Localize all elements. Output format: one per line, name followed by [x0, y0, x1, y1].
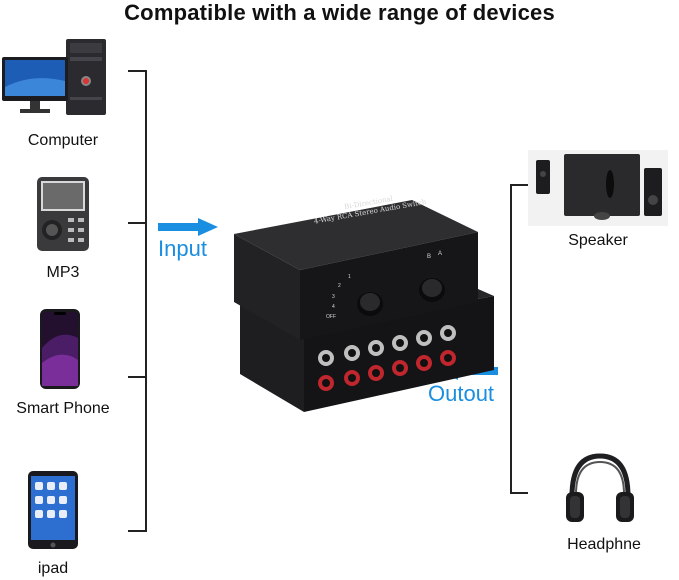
- tablet-icon: [27, 470, 79, 550]
- mp3-player-icon: [36, 176, 90, 252]
- position-off: OFF: [326, 314, 336, 320]
- output-label: Outout: [428, 381, 495, 406]
- device-label-computer: Computer: [27, 132, 99, 149]
- audio-switch-box: Bi-Directional 4-Way RCA Stereo Audio Sw…: [224, 190, 506, 422]
- input-label: Input: [158, 236, 207, 261]
- computer-icon: [2, 37, 112, 117]
- position-2: 2: [338, 283, 341, 289]
- position-4: 4: [332, 304, 335, 310]
- left-bracket-tick: [128, 222, 145, 224]
- speaker-icon: [528, 150, 668, 226]
- position-3: 3: [332, 294, 335, 300]
- position-1: 1: [348, 274, 351, 280]
- left-bracket-tick: [128, 376, 145, 378]
- device-label-speaker: Speaker: [568, 232, 628, 249]
- headphone-icon: [562, 450, 638, 526]
- left-bracket: [128, 70, 147, 532]
- right-bracket: [510, 184, 528, 494]
- page-title: Compatible with a wide range of devices: [124, 0, 555, 25]
- device-label-smart-phone: Smart Phone: [16, 400, 110, 417]
- smartphone-icon: [39, 308, 81, 390]
- device-label-headphone: Headphne: [567, 536, 641, 553]
- knob-b-label: B: [427, 254, 432, 260]
- device-label-ipad: ipad: [37, 560, 69, 577]
- device-label-mp3: MP3: [46, 264, 80, 281]
- knob-a-label: A: [438, 251, 443, 257]
- input-arrow-icon: [158, 218, 218, 236]
